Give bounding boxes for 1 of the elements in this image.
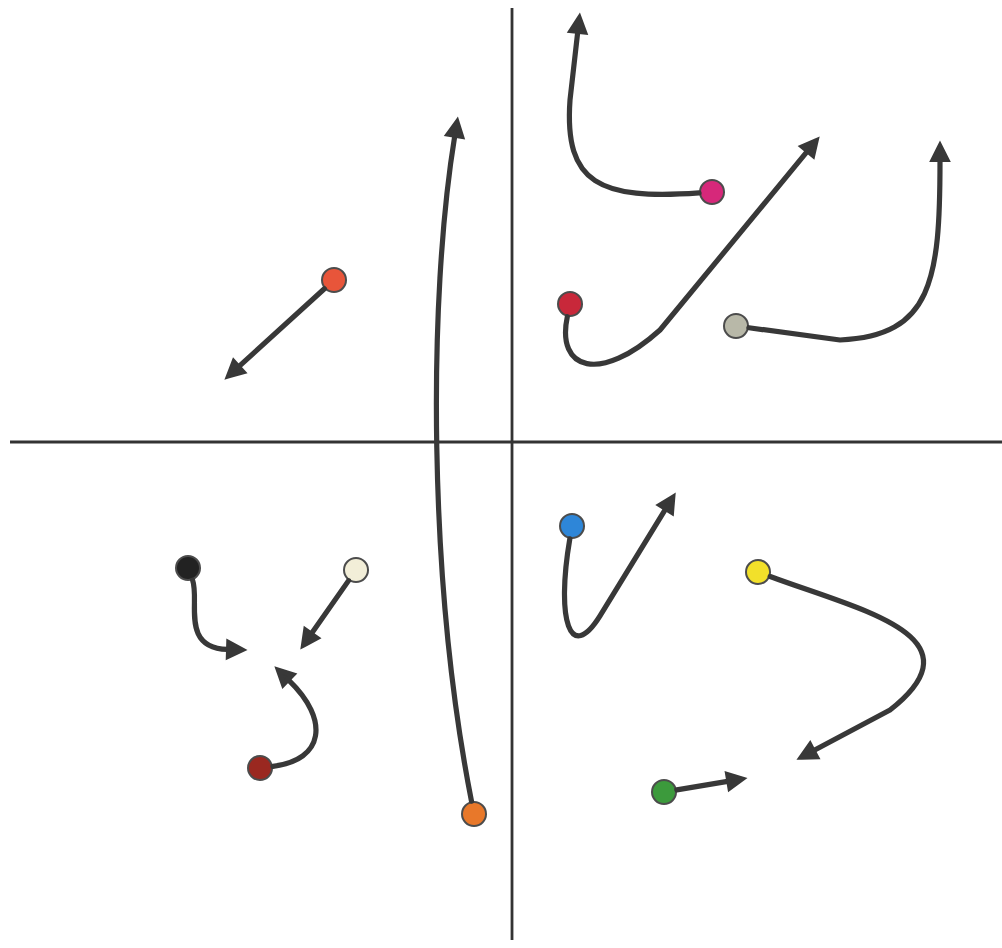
arrow (767, 573, 927, 760)
